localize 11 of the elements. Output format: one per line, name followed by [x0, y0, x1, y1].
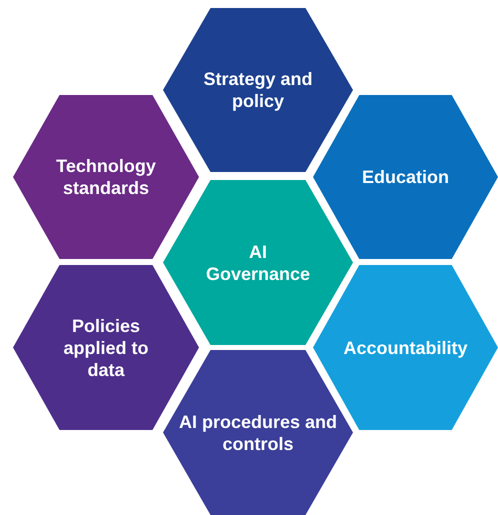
hexagon [163, 8, 353, 172]
hexagon [13, 265, 199, 430]
hexagon-label: Strategy and policy [203, 68, 313, 112]
hexagon-label: Policies applied to data [62, 314, 150, 380]
hexagon-label: Accountability [343, 336, 468, 358]
hexagon-label: Education [362, 166, 449, 188]
hexagon [313, 95, 498, 259]
hexagon-label: Technology standards [55, 155, 157, 199]
hexagon-label: AI Governance [204, 240, 312, 284]
hexagon [13, 95, 199, 259]
hexagon-label: AI procedures and controls [178, 410, 338, 454]
